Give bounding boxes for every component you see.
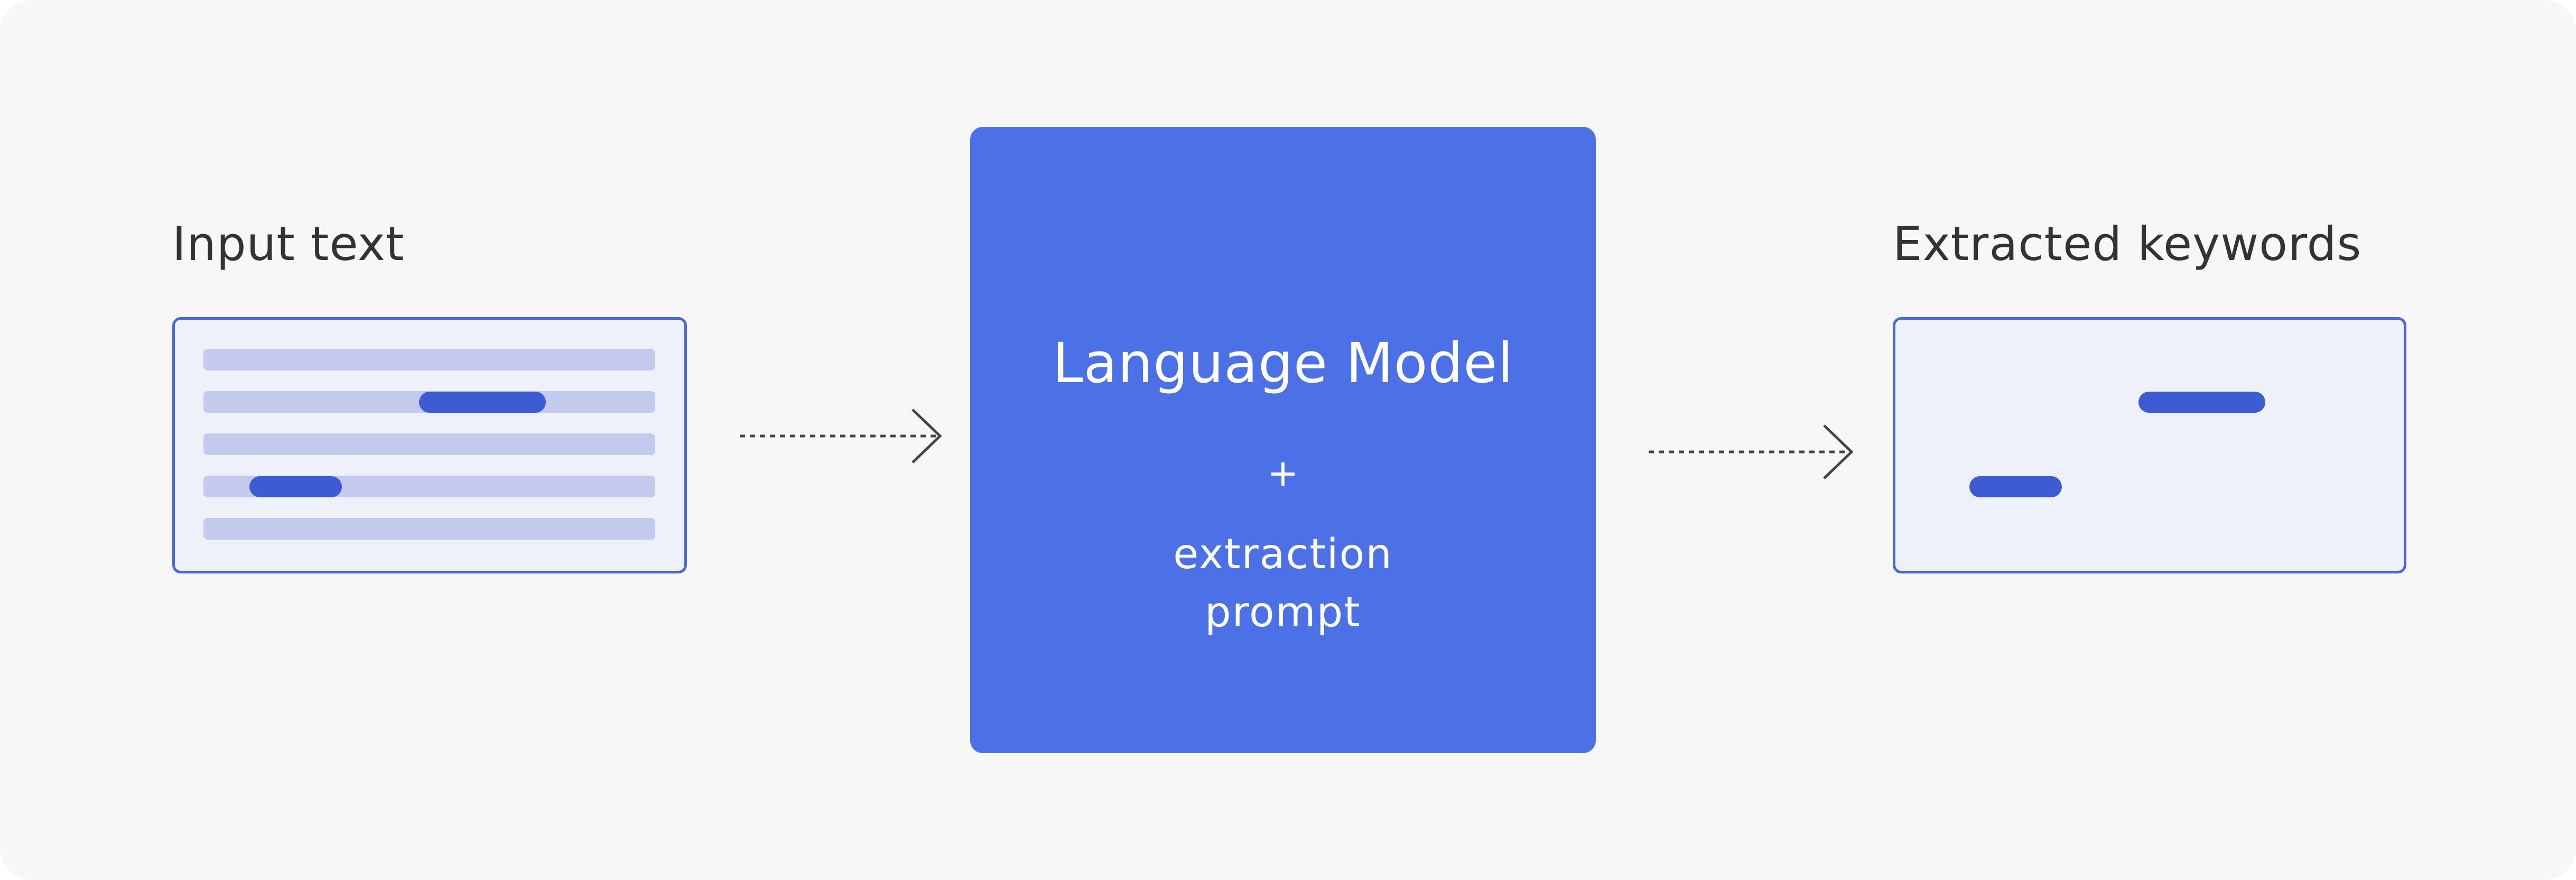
prompt-line-prompt: prompt bbox=[1205, 589, 1361, 636]
extracted-keywords-box bbox=[1893, 317, 2406, 573]
language-model-box: Language Model + extraction prompt bbox=[970, 127, 1596, 753]
extracted-keyword bbox=[2138, 392, 2265, 413]
text-line bbox=[203, 433, 655, 455]
dotted-arrow-icon bbox=[1649, 424, 1854, 479]
dotted-arrow-icon bbox=[740, 409, 942, 464]
keyword-highlight bbox=[249, 476, 342, 497]
extracted-keyword bbox=[1969, 476, 2062, 497]
keyword-highlight bbox=[419, 392, 546, 413]
prompt-line-extraction: extraction bbox=[1173, 531, 1393, 578]
extracted-keywords-label: Extracted keywords bbox=[1893, 217, 2362, 271]
text-line bbox=[203, 518, 655, 540]
input-text-label: Input text bbox=[172, 217, 405, 271]
model-title: Language Model bbox=[1052, 331, 1514, 395]
input-text-box bbox=[172, 317, 687, 573]
plus-sign: + bbox=[1267, 451, 1299, 495]
text-line bbox=[203, 349, 655, 370]
